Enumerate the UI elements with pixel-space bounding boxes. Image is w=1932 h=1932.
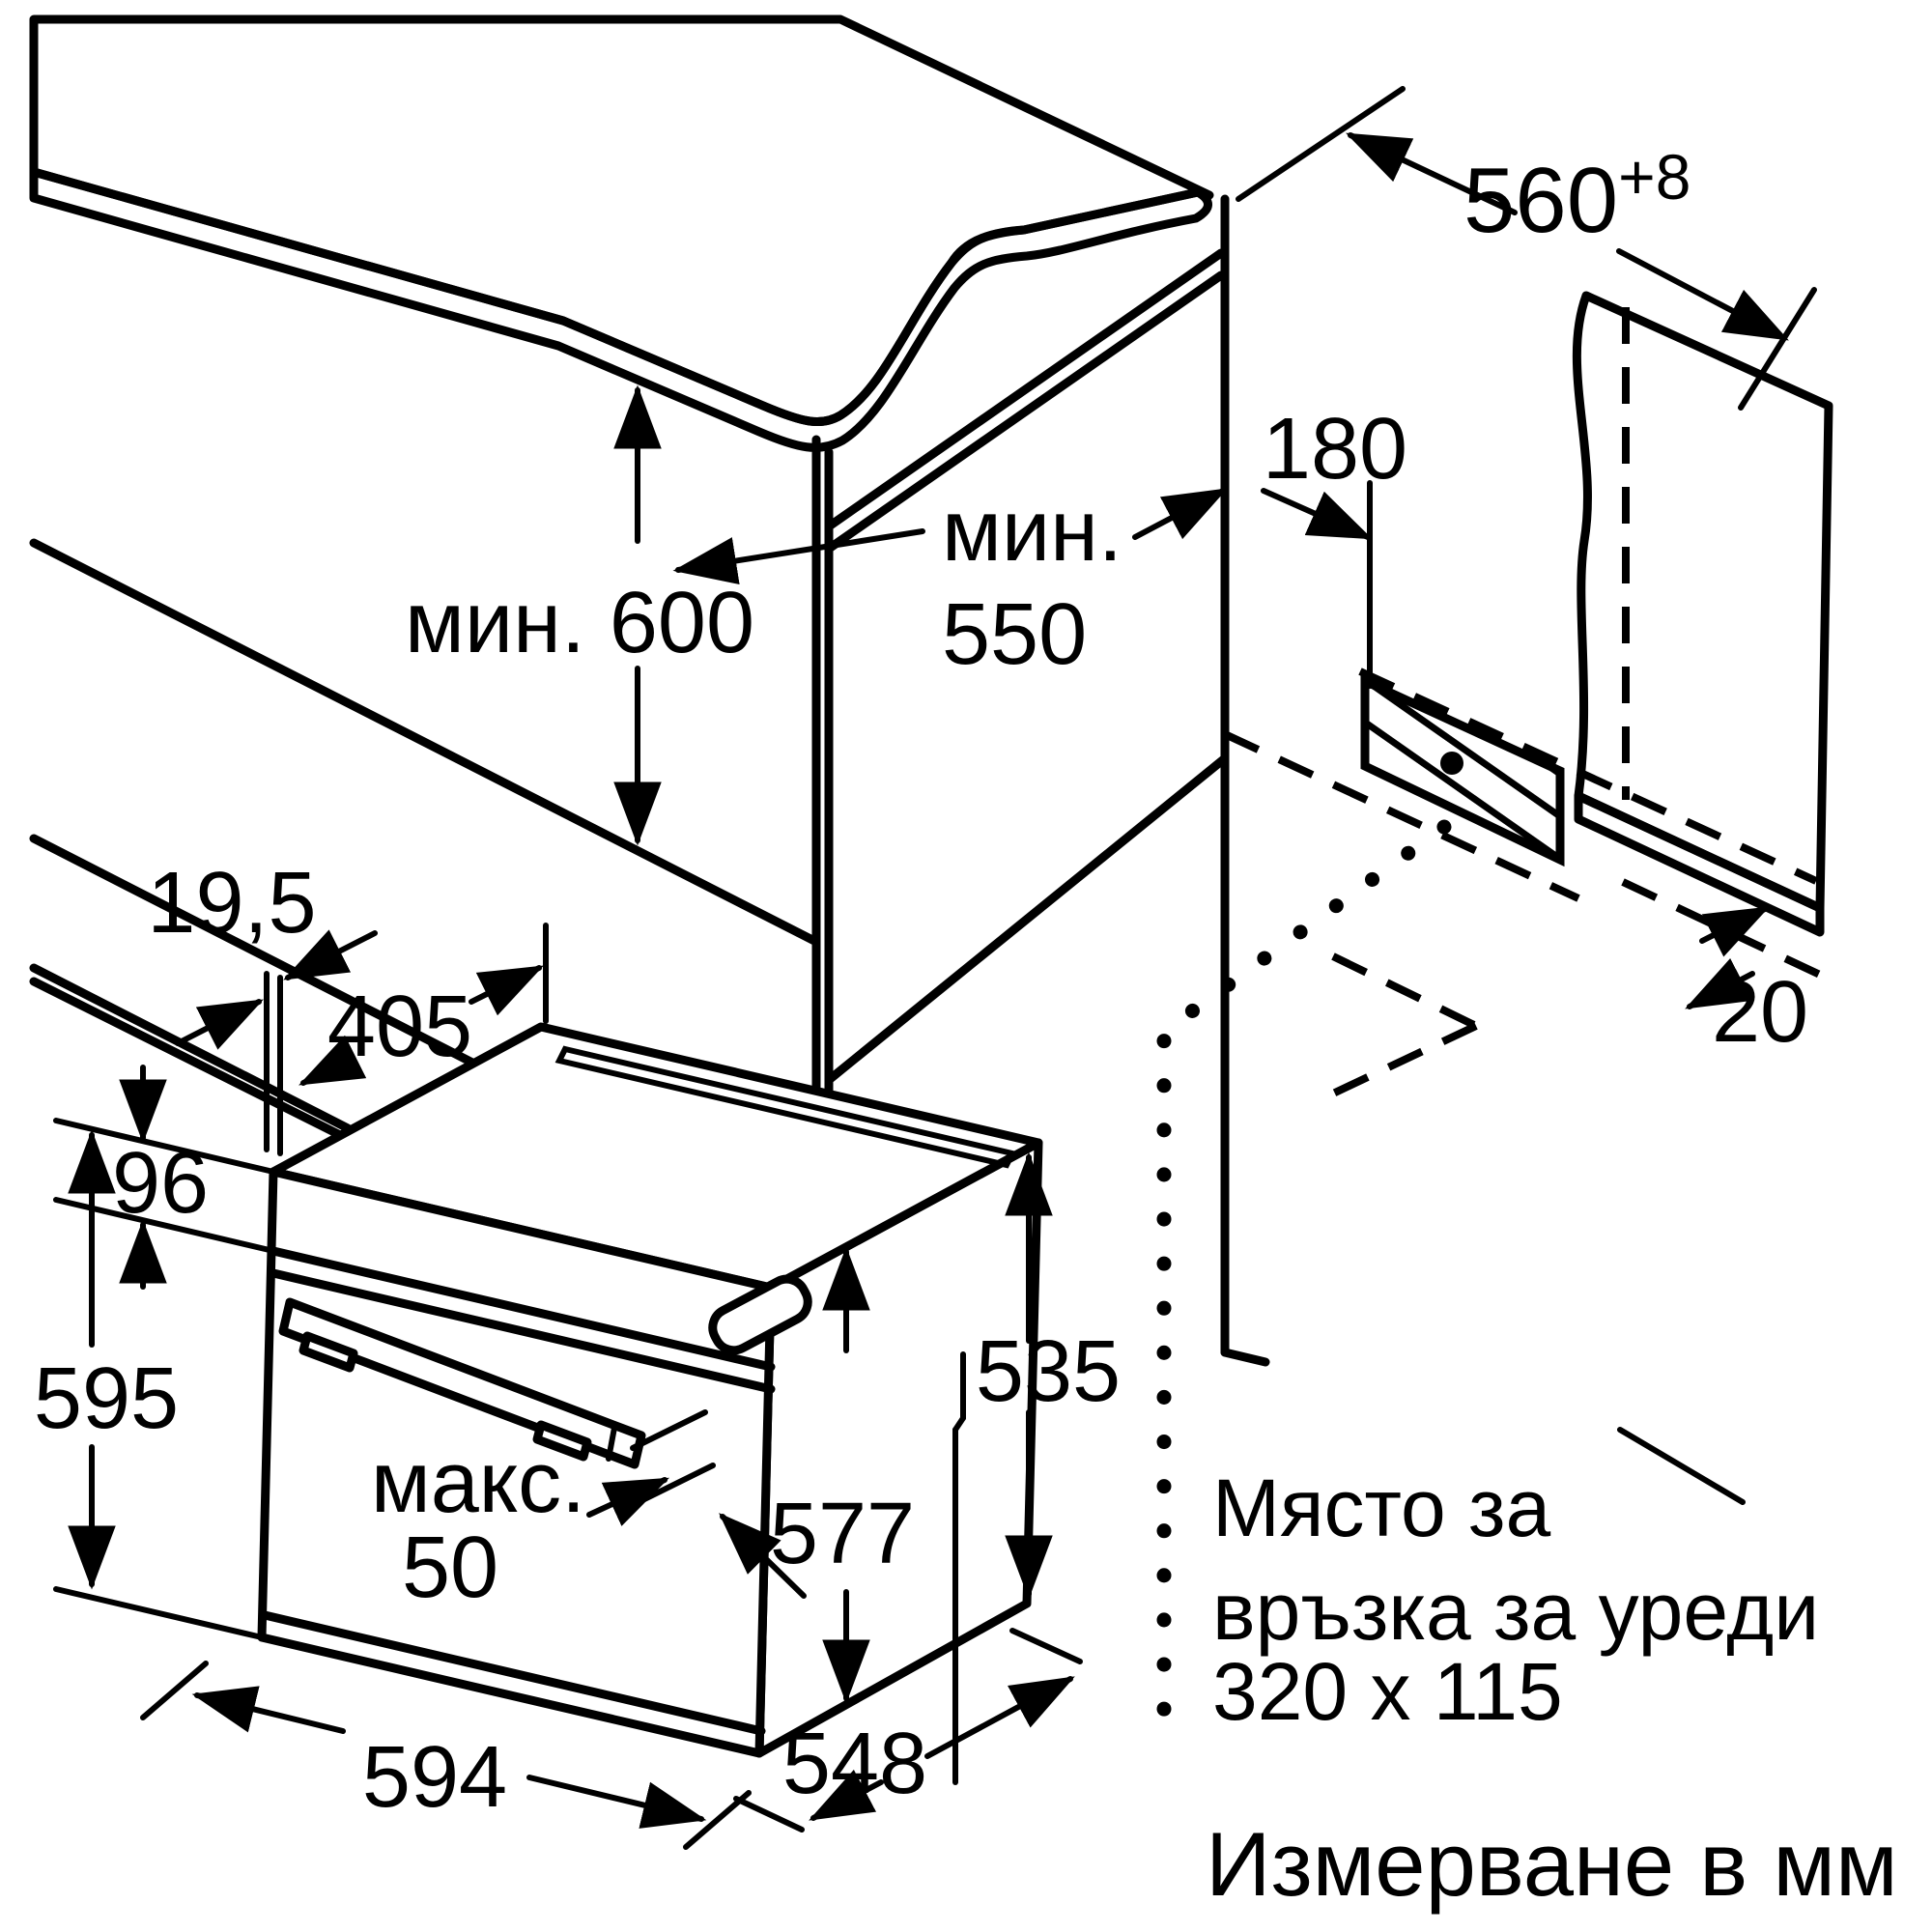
dim-appliance-height-label: 595 — [34, 1350, 179, 1447]
dim-arrow — [1261, 488, 1374, 540]
plinth-line-lower — [29, 977, 347, 1141]
dim-min-depth: мин. 550 — [672, 483, 1122, 683]
right-wall-edge-band — [1574, 791, 1825, 937]
dim-arrow — [191, 1686, 346, 1734]
dim-handle-max-word: макс. — [371, 1435, 585, 1531]
wall-base-line — [29, 834, 477, 1067]
connection-point-dot — [1440, 752, 1463, 775]
side-grip-cutout — [708, 1274, 812, 1355]
cabinet-interior-bottom — [824, 753, 1230, 1085]
dim-min-depth-word: мин. — [942, 483, 1122, 580]
dim-arrow — [469, 965, 544, 1016]
break-extension-line — [952, 1351, 966, 1785]
connection-area-hatch — [1360, 673, 1565, 867]
dim-panel-setback-label: 19,5 — [147, 855, 316, 952]
dim-arrow — [1132, 488, 1228, 540]
extension-stroke — [140, 1661, 209, 1720]
dim-handle-max: макс. 50 — [371, 1409, 807, 1616]
connection-note-line2: връзка за уреди — [1212, 1566, 1819, 1657]
door-handle-bar — [278, 1297, 646, 1469]
right-wall-panel — [1572, 291, 1833, 913]
dim-arrow — [924, 1676, 1075, 1759]
dim-door-height: 577 — [770, 1246, 915, 1704]
dim-side-height: 535 — [976, 1151, 1121, 1600]
dim-door-height-label: 577 — [770, 1486, 915, 1582]
plinth-line-upper — [29, 963, 353, 1133]
dim-top-depth-label: 405 — [327, 979, 472, 1075]
door-top-edge — [269, 1268, 776, 1394]
dim-appliance-width-label: 594 — [362, 1729, 507, 1826]
hidden-floor-front-edge-b — [1331, 1022, 1478, 1097]
bottom-extension-line — [53, 1586, 265, 1640]
oven — [257, 1022, 1043, 1785]
dim-rear-wall-gap-label: 20 — [1712, 964, 1808, 1061]
connection-note-line1: Място за — [1212, 1463, 1551, 1553]
cabinet-top-edge-inner — [824, 270, 1226, 554]
dim-line — [1616, 248, 1789, 341]
handle-mount-left — [298, 1331, 358, 1373]
hidden-gap-edge — [1621, 878, 1824, 980]
floor-line — [29, 538, 821, 947]
dim-min-height-label: мин. 600 — [405, 575, 754, 671]
dim-handle-max-value: 50 — [402, 1520, 498, 1616]
handle-mount-right — [532, 1420, 592, 1462]
dim-arrow — [1685, 958, 1755, 1009]
dim-leader-arrow — [719, 1513, 807, 1599]
top-extension-line — [53, 1118, 276, 1175]
worktop-edge-band — [29, 167, 1212, 452]
hidden-floor-rear-edge — [1223, 730, 1580, 902]
door-bottom-edge — [260, 1610, 766, 1736]
dim-leader-arrow — [672, 528, 925, 584]
right-wall-and-connection — [1156, 291, 1833, 1756]
dim-arrow — [298, 1035, 367, 1086]
dim-side-height-label: 535 — [976, 1323, 1121, 1420]
dim-appliance-height: 595 — [34, 1129, 179, 1590]
dim-niche-width: 560+8 — [1236, 86, 1817, 411]
extension-stroke — [1236, 86, 1406, 202]
hidden-floor-front-edge-a — [1331, 952, 1478, 1030]
dim-top-depth: 405 — [298, 965, 544, 1086]
dim-arrow — [809, 1769, 884, 1821]
dim-rear-wall-gap: 20 — [1685, 906, 1808, 1061]
dim-arrow — [526, 1775, 707, 1829]
connection-note-line3: 320 x 115 — [1212, 1646, 1563, 1737]
worktop — [29, 14, 1214, 452]
dim-min-height: мин. 600 — [405, 384, 754, 846]
dim-panel-setback: 19,5 — [147, 855, 378, 1156]
hidden-niche-rear-edge — [1358, 668, 1818, 885]
niche-side-foot — [1220, 1348, 1270, 1367]
dim-niche-width-label: 560+8 — [1463, 141, 1690, 252]
dim-line — [1346, 132, 1518, 215]
oven-front-face — [257, 1167, 776, 1758]
dim-rear-offset: 180 — [1132, 401, 1407, 689]
dim-panel-height: 96 — [112, 1065, 209, 1290]
note-leader-line — [1617, 1427, 1746, 1505]
handle-end-cap — [606, 1425, 617, 1462]
dim-appliance-width: 594 — [140, 1661, 752, 1850]
cabinet-top-edge-outer — [824, 248, 1226, 531]
dim-side-depth: 548 — [733, 1628, 1083, 1833]
extension-stroke — [733, 1796, 805, 1833]
measurement-note: Измерване в мм — [1206, 1813, 1898, 1915]
dim-arrow — [1699, 906, 1770, 957]
dim-arrow — [175, 999, 264, 1050]
floor-lines — [29, 538, 821, 1141]
dim-min-depth-value: 550 — [942, 586, 1087, 683]
dim-panel-height-label: 96 — [112, 1135, 209, 1232]
extension-stroke — [1738, 287, 1817, 411]
control-panel-bottom-edge — [269, 1246, 776, 1372]
dim-rear-offset-label: 180 — [1263, 401, 1407, 497]
dim-side-depth-label: 548 — [782, 1716, 927, 1812]
extension-stroke — [1009, 1628, 1083, 1664]
dim-leader-arrow — [586, 1477, 669, 1526]
dim-arrow — [283, 929, 378, 980]
plane-stroke — [630, 1409, 708, 1451]
notes: Място за връзка за уреди 320 x 115 Измер… — [1206, 1427, 1898, 1915]
